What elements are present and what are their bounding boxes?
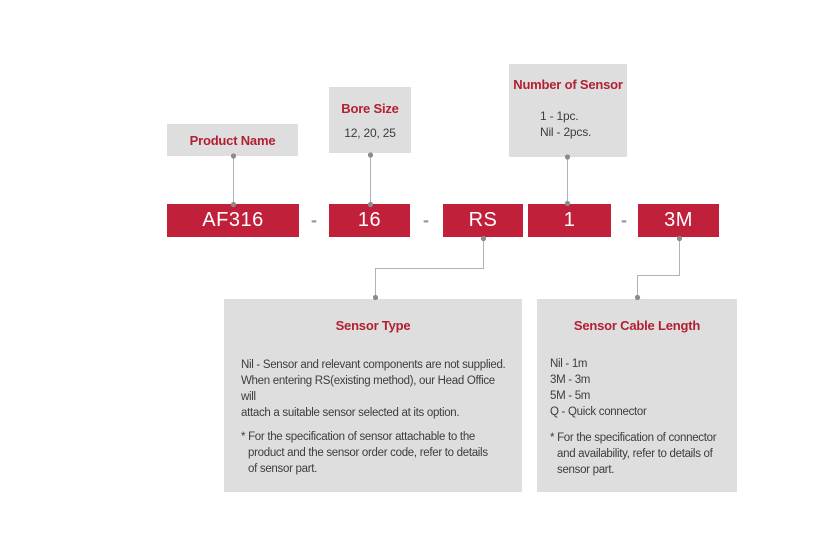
code-segment-cable-length: 3M (638, 204, 719, 237)
sensor-type-note: * For the specification of sensor attach… (241, 431, 488, 475)
connector-sensor-type (375, 238, 484, 298)
sensor-cable-length-options: Nil - 1m 3M - 3m 5M - 5m Q - Quick conne… (550, 358, 647, 418)
sensor-type-description: Nil - Sensor and relevant components are… (241, 359, 506, 419)
bore-size-title: Bore Size (341, 101, 399, 116)
code-segment-sensor-count: 1 (528, 204, 611, 237)
sensor-cable-length-detail-box: Sensor Cable Length Nil - 1m 3M - 3m 5M … (537, 299, 737, 492)
number-of-sensor-title: Number of Sensor (513, 77, 623, 92)
connector-cable-length (637, 238, 680, 298)
bore-size-label-box: Bore Size 12, 20, 25 (329, 87, 411, 153)
separator-dash: - (423, 210, 429, 230)
code-segment-product: AF316 (167, 204, 299, 237)
number-of-sensor-options: 1 - 1pc. Nil - 2pcs. (540, 109, 592, 139)
separator-dash: - (311, 210, 317, 230)
sensor-cable-length-title: Sensor Cable Length (573, 318, 701, 333)
sensor-type-title: Sensor Type (335, 318, 411, 333)
sensor-cable-length-note: * For the specification of connector and… (550, 432, 717, 476)
connector-dot (367, 152, 374, 158)
product-name-label-box: Product Name (167, 124, 298, 156)
sensor-type-detail-box: Sensor Type Nil - Sensor and relevant co… (224, 299, 522, 492)
code-segment-sensor-type: RS (443, 204, 523, 237)
product-name-title: Product Name (189, 132, 276, 148)
separator-dash: - (621, 210, 627, 230)
number-of-sensor-label-box: Number of Sensor 1 - 1pc. Nil - 2pcs. (509, 64, 627, 157)
bore-size-values: 12, 20, 25 (344, 126, 396, 140)
code-segment-bore-size: 16 (329, 204, 410, 237)
